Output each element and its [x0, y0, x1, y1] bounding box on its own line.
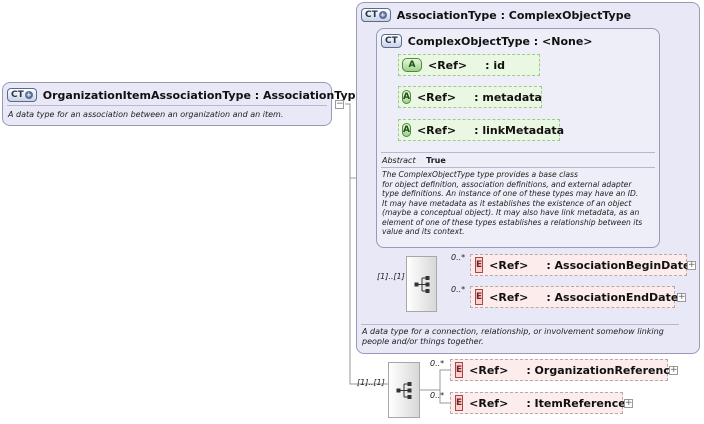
- attribute-icon: A: [402, 58, 422, 72]
- element-ref: <Ref>: [489, 290, 529, 304]
- attribute-ref: <Ref>: [416, 90, 457, 104]
- element-name: : AssociationEndDate: [546, 290, 679, 304]
- element-icon: E: [455, 395, 464, 411]
- divider: [361, 324, 679, 325]
- element-multiplicity: 0..*: [451, 253, 466, 262]
- element-item-reference[interactable]: E <Ref> : ItemReference: [450, 392, 626, 414]
- complex-type-icon: CT+: [361, 8, 391, 22]
- element-ref: <Ref>: [469, 396, 509, 410]
- plus-expander-icon[interactable]: +: [624, 398, 633, 408]
- association-sequence-multiplicity: [1]..[1]: [377, 272, 405, 281]
- plus-expander-icon[interactable]: +: [677, 292, 686, 302]
- attribute-link-metadata[interactable]: A <Ref> : linkMetadata: [398, 119, 564, 141]
- element-icon: E: [475, 257, 484, 273]
- element-association-end-date[interactable]: E <Ref> : AssociationEndDate: [470, 286, 679, 308]
- element-multiplicity: 0..*: [451, 285, 466, 294]
- sequence-compositor-glyph: [396, 382, 412, 399]
- attribute-icon: A: [402, 123, 411, 137]
- abstract-row: Abstract True: [382, 156, 446, 165]
- attribute-name: : id: [485, 58, 506, 72]
- attribute-ref: <Ref>: [428, 58, 468, 72]
- element-multiplicity: 0..*: [430, 359, 445, 368]
- attribute-name: : linkMetadata: [474, 123, 565, 137]
- element-icon: E: [475, 289, 484, 305]
- sequence-compositor-icon[interactable]: [388, 362, 420, 418]
- attribute-id[interactable]: A <Ref> : id: [398, 54, 540, 76]
- outer-sequence-multiplicity: [1]..[1]: [357, 378, 385, 387]
- element-association-begin-date[interactable]: E <Ref> : AssociationBeginDate: [470, 254, 691, 276]
- association-type-title: AssociationType : ComplexObjectType: [396, 8, 632, 22]
- complex-type-icon: CT: [381, 34, 402, 48]
- plus-expander-icon[interactable]: +: [669, 365, 678, 375]
- root-complex-type[interactable]: CT+ OrganizationItemAssociationType : As…: [2, 82, 363, 126]
- attribute-metadata[interactable]: A <Ref> : metadata: [398, 86, 542, 108]
- attribute-ref: <Ref>: [416, 123, 457, 137]
- element-icon: E: [455, 362, 464, 378]
- minus-collapser-icon[interactable]: −: [335, 99, 344, 109]
- element-ref: <Ref>: [489, 258, 529, 272]
- attribute-icon: A: [402, 90, 411, 104]
- divider: [381, 167, 655, 168]
- element-name: : OrganizationReference: [526, 363, 678, 377]
- complex-type-icon: CT+: [7, 88, 37, 102]
- element-name: : AssociationBeginDate: [546, 258, 691, 272]
- root-type-title: OrganizationItemAssociationType : Associ…: [42, 88, 363, 102]
- complex-object-type-title: ComplexObjectType : <None>: [407, 34, 593, 48]
- attribute-name: : metadata: [474, 90, 542, 104]
- element-multiplicity: 0..*: [430, 391, 445, 400]
- root-documentation: A data type for an association between a…: [8, 110, 284, 119]
- sequence-compositor-glyph: [414, 276, 430, 293]
- divider: [7, 105, 327, 106]
- sequence-compositor-icon[interactable]: [406, 256, 437, 312]
- abstract-value: True: [426, 156, 446, 165]
- element-name: : ItemReference: [526, 396, 626, 410]
- element-ref: <Ref>: [469, 363, 509, 377]
- abstract-label: Abstract: [382, 156, 416, 165]
- complex-object-documentation: The ComplexObjectType type provides a ba…: [382, 170, 643, 236]
- plus-expander-icon[interactable]: +: [687, 260, 696, 270]
- association-documentation: A data type for a connection, relationsh…: [362, 327, 664, 346]
- divider: [381, 152, 655, 153]
- element-organization-reference[interactable]: E <Ref> : OrganizationReference: [450, 359, 677, 381]
